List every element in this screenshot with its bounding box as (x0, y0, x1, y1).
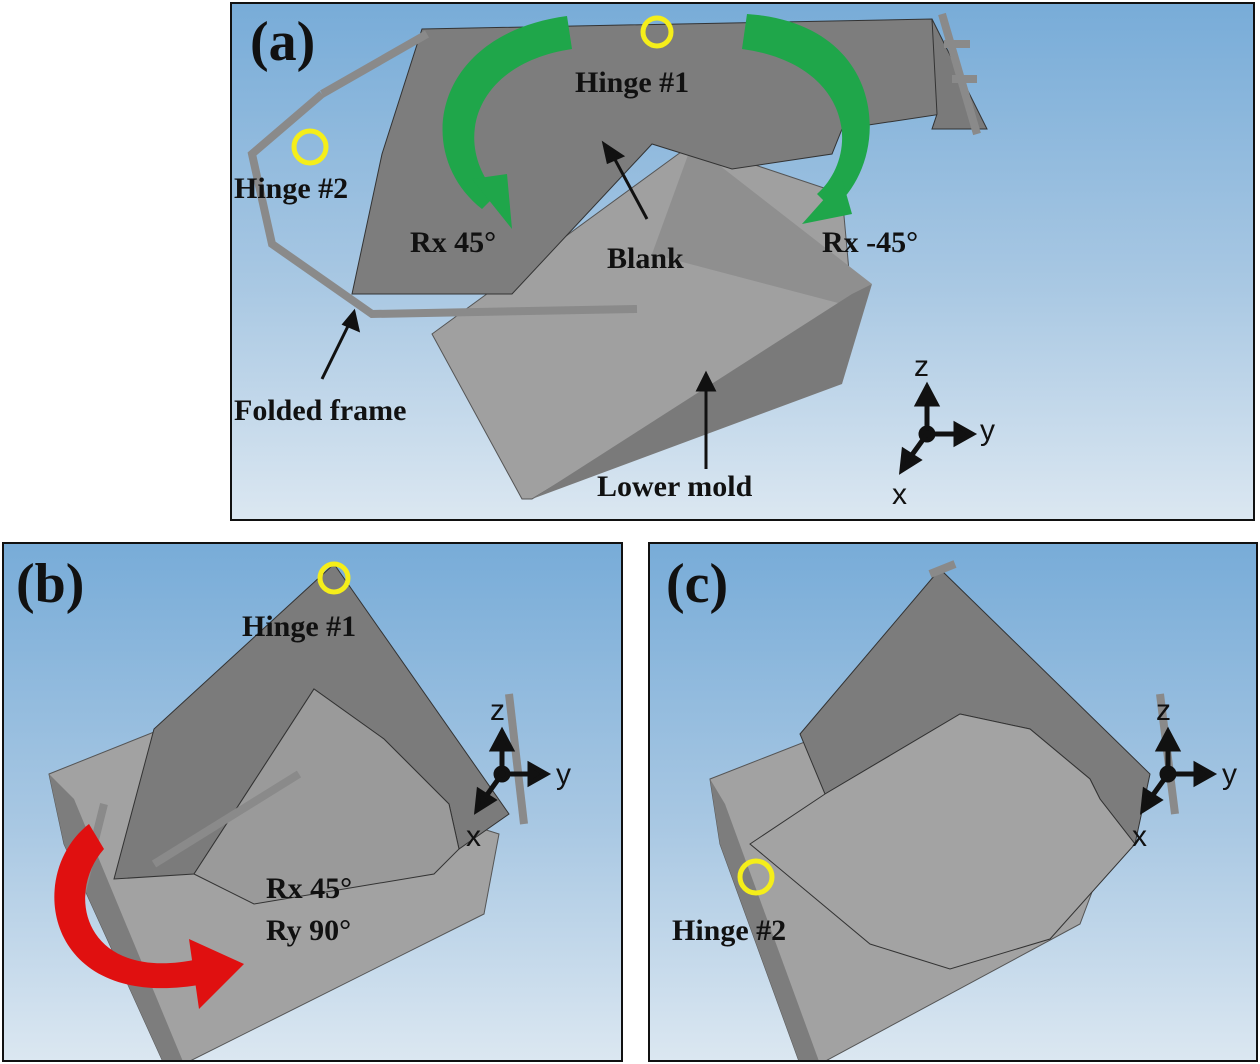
hinge-2-circle (291, 128, 329, 166)
panel-a-drawing (247, 12, 988, 500)
axis-triad-a (898, 381, 978, 475)
axis-triad-c (1139, 726, 1218, 815)
rotation-right-label: Rx -45° (822, 226, 919, 259)
lower-mold-label: Lower mold (597, 470, 753, 503)
green-rotation-arrows (442, 14, 870, 229)
axis-triad-b (473, 726, 552, 815)
axis-x-label: x (466, 820, 481, 853)
axis-x-label: x (892, 478, 907, 511)
panel-c-drawing (709, 560, 1218, 1060)
red-rotation-arrow (54, 824, 244, 1009)
panel-label-b: (b) (16, 553, 85, 615)
hinge-1-label: Hinge #1 (575, 66, 690, 99)
axis-z-label: z (914, 350, 929, 383)
panel-label-c: (c) (666, 553, 729, 615)
hinge-1-circle (317, 561, 351, 595)
hinge-2-circle (737, 858, 775, 896)
blank-label: Blank (607, 242, 684, 275)
panel-c: (c) Hinge #2 z y x (648, 542, 1258, 1062)
hinge-2-label: Hinge #2 (672, 914, 787, 947)
rotation-ry-label: Ry 90° (266, 914, 352, 947)
hinge-circles (291, 15, 674, 166)
folded-frame (247, 12, 981, 319)
rotation-rx-label: Rx 45° (266, 872, 353, 905)
axis-y-label: y (980, 414, 995, 447)
pointer-arrows (320, 140, 717, 469)
axis-z-label: z (490, 694, 505, 727)
panel-label-a: (a) (250, 11, 316, 73)
axis-y-label: y (556, 758, 571, 791)
panel-b: (b) Hinge #1 Rx 45° Ry 90° z y x (2, 542, 623, 1062)
folded-frame-label: Folded frame (234, 394, 407, 427)
hinge-1-label: Hinge #1 (242, 610, 357, 643)
rotation-left-label: Rx 45° (410, 226, 497, 259)
axis-y-label: y (1222, 758, 1237, 791)
hinge-2-label: Hinge #2 (234, 172, 349, 205)
axis-x-label: x (1132, 820, 1147, 853)
axis-z-label: z (1156, 694, 1171, 727)
hinge-1-circle (640, 15, 674, 49)
panel-b-drawing (48, 561, 552, 1060)
panel-a: (a) Hinge #1 Hinge #2 Rx 45° Rx -45° Bla… (230, 2, 1255, 521)
